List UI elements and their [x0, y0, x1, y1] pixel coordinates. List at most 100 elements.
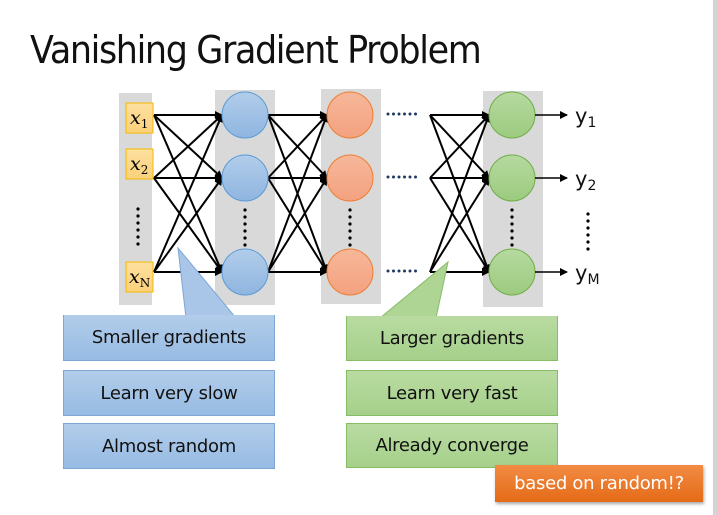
output-node: [488, 91, 536, 139]
hidden2-node: [326, 248, 374, 296]
input-node-n: xN: [125, 261, 154, 293]
output-node: [488, 248, 536, 296]
edge-hidden1-to-hidden2: [267, 177, 328, 273]
based-on-random-note: based on random!?: [495, 465, 703, 502]
dot: [408, 175, 412, 179]
dot: [392, 269, 395, 273]
slide-title: Vanishing Gradient Problem: [30, 28, 482, 72]
dot: [403, 269, 406, 273]
learn-fast-box: Learn very fast: [346, 370, 558, 416]
dot: [510, 243, 514, 247]
svg-text:x1: x1: [130, 107, 148, 131]
dot: [348, 243, 352, 247]
output-var: y: [575, 167, 587, 191]
edge-input-to-hidden1: [153, 114, 223, 273]
dot: [243, 243, 247, 247]
dot: [408, 269, 412, 273]
edge-input-to-hidden1: [153, 177, 223, 273]
input-node-1: x1: [125, 102, 154, 134]
dot: [348, 236, 352, 240]
dot: [397, 112, 401, 116]
dot: [586, 226, 590, 230]
hidden2-node: [326, 91, 374, 139]
dot: [586, 233, 590, 237]
connections: [153, 111, 491, 276]
dot: [136, 214, 140, 218]
dot: [348, 222, 352, 226]
dot: [386, 112, 390, 116]
dot: [414, 112, 417, 116]
dot: [243, 236, 247, 240]
learn-fast-text: Learn very fast: [386, 382, 518, 404]
hidden2-vertical-ellipsis: [348, 208, 352, 247]
larger-gradients-text: Larger gradients: [379, 327, 525, 349]
edge-hidden-to-output: [429, 114, 490, 179]
dot: [510, 229, 514, 233]
hidden1-node: [221, 248, 269, 296]
dot: [386, 175, 390, 179]
slide-right-edge: [713, 0, 717, 515]
smaller-gradients-text: Smaller gradients: [91, 327, 247, 348]
green-callout-pointer: [378, 260, 449, 319]
dot: [136, 235, 140, 239]
larger-gradients-callout: Larger gradients: [346, 316, 558, 361]
dot: [586, 219, 590, 223]
dot: [243, 208, 247, 212]
edge-hidden1-to-hidden2: [267, 114, 329, 273]
output-label-1: y1: [575, 104, 596, 131]
dot: [414, 175, 417, 179]
learn-slow-text: Learn very slow: [100, 382, 238, 404]
dot: [397, 175, 401, 179]
output-vertical-ellipsis: [510, 208, 514, 247]
dot: [586, 247, 590, 251]
horizontal-ellipsis: [386, 112, 417, 116]
dot: [136, 207, 140, 211]
horizontal-ellipsis: [386, 269, 417, 273]
input-vertical-ellipsis: [136, 207, 140, 246]
dot: [243, 222, 247, 226]
output-label-vertical-ellipsis: [586, 212, 590, 251]
output-node: [488, 154, 536, 202]
dot: [136, 228, 140, 232]
dot: [392, 175, 395, 179]
edge-input-to-hidden1: [153, 114, 223, 179]
dot: [408, 112, 412, 116]
svg-text:x2: x2: [130, 153, 148, 177]
learn-slow-box: Learn very slow: [63, 370, 275, 416]
dot: [348, 215, 352, 219]
output-label-2: y2: [575, 167, 596, 194]
hidden2-node: [326, 154, 374, 202]
already-converge-text: Already converge: [375, 435, 529, 456]
dot: [136, 221, 140, 225]
dot: [403, 175, 406, 179]
dot: [386, 269, 390, 273]
hidden1-vertical-ellipsis: [243, 208, 247, 247]
svg-text:xN: xN: [129, 266, 150, 290]
dot: [510, 236, 514, 240]
output-subscript: 2: [587, 178, 596, 194]
horizontal-ellipsis: [386, 175, 417, 179]
dot: [392, 112, 395, 116]
smaller-gradients-callout: Smaller gradients: [63, 315, 275, 361]
already-converge-box: Already converge: [346, 423, 558, 468]
almost-random-box: Almost random: [63, 423, 275, 469]
edge-hidden1-to-hidden2: [267, 114, 328, 179]
dot: [586, 240, 590, 244]
edge-hidden-to-output: [429, 114, 491, 273]
dot: [586, 212, 590, 216]
dot: [510, 222, 514, 226]
edge-hidden-to-output: [429, 177, 490, 273]
dot: [243, 229, 247, 233]
dot: [397, 269, 401, 273]
dot: [510, 215, 514, 219]
output-subscript: M: [587, 272, 599, 288]
input-node-2: x2: [125, 148, 154, 180]
output-var: y: [575, 104, 587, 128]
output-label-3: yM: [575, 261, 600, 288]
dot: [510, 208, 514, 212]
dot: [348, 229, 352, 233]
hidden1-node: [221, 91, 269, 139]
output-subscript: 1: [587, 115, 596, 131]
dot: [414, 269, 417, 273]
